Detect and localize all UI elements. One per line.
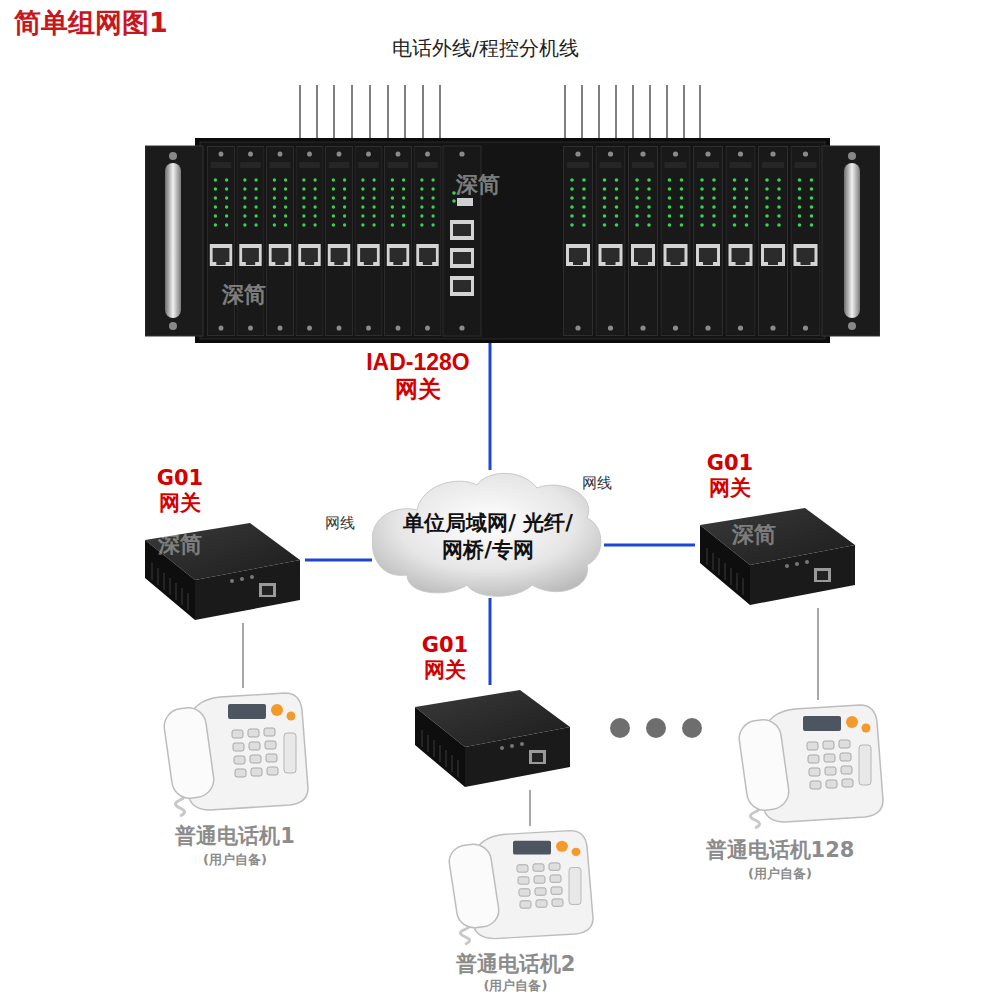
chassis-front	[200, 142, 825, 339]
node-text: 普通电话机1	[175, 824, 295, 849]
node-text: (用户自备)	[748, 866, 812, 882]
rj45-port	[259, 583, 276, 597]
ellipsis-dots	[610, 718, 702, 738]
edge-label: 网线	[582, 474, 612, 492]
telephone	[445, 826, 595, 946]
diagram-title: 简单组网图1	[14, 6, 168, 40]
iad-gateway-chassis	[145, 138, 880, 343]
rj45-port	[529, 750, 546, 764]
watermark: 深简	[732, 522, 776, 548]
network-cable	[529, 790, 531, 826]
network-cable	[489, 343, 492, 470]
watermark: 深简	[456, 172, 500, 198]
telephone: 普通电话机2(用户自备)	[445, 826, 595, 946]
network-cable	[305, 559, 372, 562]
rack-handle	[165, 163, 181, 318]
rack-handle	[844, 163, 860, 318]
iad-gateway: IAD-128O 网关	[145, 138, 880, 343]
node-text: 普通电话机128	[706, 838, 855, 863]
network-cable	[489, 598, 492, 685]
box-side	[415, 707, 465, 787]
box-vents	[422, 730, 458, 777]
node-text: G01 网关	[696, 451, 764, 501]
rack-ear	[145, 146, 203, 336]
telephone: 普通电话机128(用户自备)	[735, 700, 885, 830]
box-vents	[152, 563, 188, 610]
telephone: 普通电话机1(用户自备)	[160, 688, 310, 818]
cloud-shape	[372, 473, 601, 596]
network-cable	[242, 623, 244, 688]
box-vents	[707, 548, 743, 595]
box-front	[750, 545, 855, 605]
node-text: (用户自备)	[484, 978, 548, 994]
node-text: IAD-128O 网关	[353, 349, 483, 403]
line-type-note: 电话外线/程控分机线	[392, 36, 579, 60]
node-text: (用户自备)	[203, 852, 267, 868]
fxs-card-group	[207, 147, 820, 336]
rack-ear	[822, 146, 880, 336]
g01-gateway: G01 网关	[695, 503, 860, 608]
g01-gateway: G01 网关	[410, 685, 575, 790]
node-text: 普通电话机2	[456, 952, 576, 977]
edge-label: 网线	[325, 514, 355, 532]
chassis-body	[195, 138, 830, 343]
watermark: 深简	[222, 282, 266, 308]
node-text: 单位局域网/ 光纤/网桥/专网	[392, 510, 584, 564]
node-text: G01 网关	[411, 633, 479, 683]
network-cable	[817, 608, 819, 700]
telephone	[735, 700, 885, 830]
box-front	[465, 727, 570, 787]
node-text: G01 网关	[146, 466, 214, 516]
rj45-port	[814, 568, 831, 582]
g01-gateway-box	[695, 503, 860, 608]
telephone	[160, 688, 310, 818]
phone-line-wires	[300, 85, 700, 140]
network-cable	[604, 544, 695, 547]
box-front	[195, 560, 300, 620]
g01-gateway-box	[410, 685, 575, 790]
watermark: 深简	[158, 532, 202, 558]
network-cloud: 单位局域网/ 光纤/网桥/专网	[372, 470, 604, 598]
